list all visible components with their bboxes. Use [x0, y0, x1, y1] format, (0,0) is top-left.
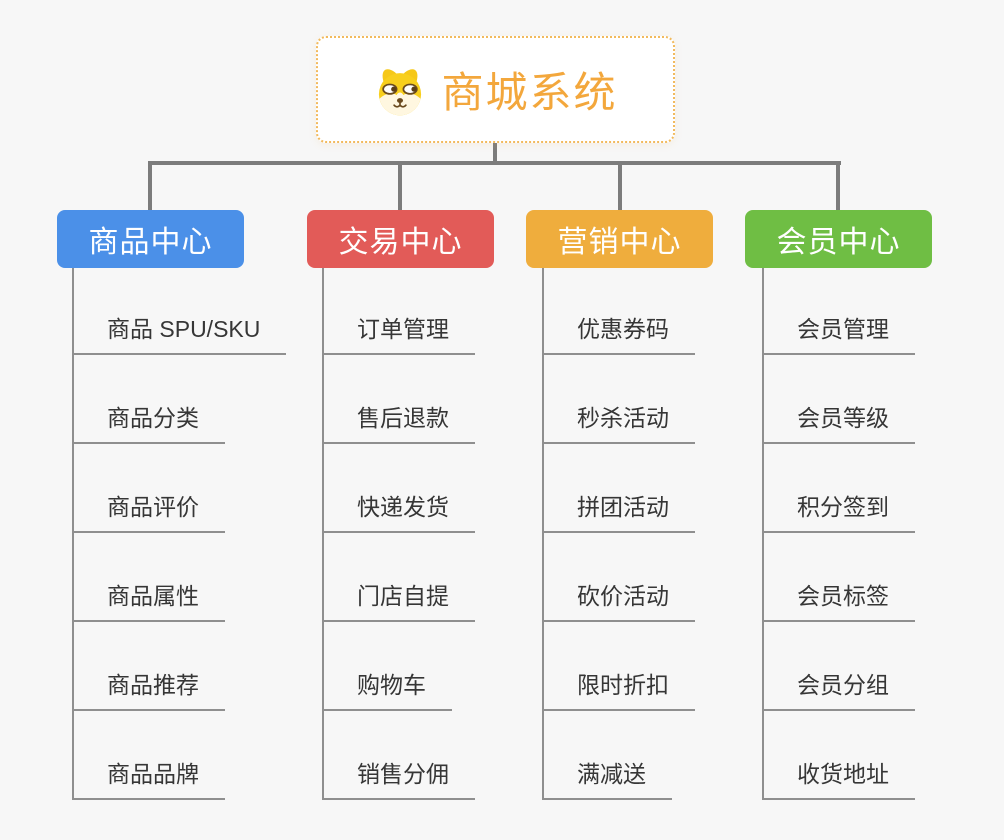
subtopic-label: 满减送 — [577, 761, 646, 787]
subtopic-label: 限时折扣 — [577, 672, 669, 698]
subtopic-label: 砍价活动 — [577, 583, 669, 609]
subtopic-label: 商品属性 — [107, 583, 199, 609]
branch-label: 营销中心 — [557, 226, 682, 259]
subtopic-label: 商品分类 — [107, 405, 199, 431]
subtopic-item[interactable]: 商品品牌 — [74, 755, 225, 800]
branch-label: 商品中心 — [88, 226, 213, 259]
subtopic-label: 售后退款 — [357, 405, 449, 431]
subtopic-label: 拼团活动 — [577, 494, 669, 520]
branch-node-1[interactable]: 商品中心 — [57, 210, 244, 268]
subtopic-label: 门店自提 — [357, 583, 449, 609]
subtopic-item[interactable]: 商品评价 — [74, 488, 225, 533]
subtopic-item[interactable]: 商品推荐 — [74, 666, 225, 711]
subtopic-item[interactable]: 商品属性 — [74, 577, 225, 622]
subtopic-item[interactable]: 积分签到 — [764, 488, 915, 533]
subtopic-item[interactable]: 满减送 — [544, 755, 672, 800]
branch-node-2[interactable]: 交易中心 — [307, 210, 494, 268]
subtopic-item[interactable]: 会员标签 — [764, 577, 915, 622]
branch-drop-line — [836, 161, 840, 211]
branch-subtree: 会员管理 会员等级 积分签到 会员标签 会员分组 收货地址 — [762, 268, 1004, 800]
subtopic-label: 秒杀活动 — [577, 405, 669, 431]
subtopic-item[interactable]: 订单管理 — [324, 310, 475, 355]
subtopic-item[interactable]: 销售分佣 — [324, 755, 475, 800]
subtopic-item[interactable]: 限时折扣 — [544, 666, 695, 711]
subtopic-item[interactable]: 会员等级 — [764, 399, 915, 444]
dog-mascot-icon — [379, 68, 422, 115]
subtopic-label: 收货地址 — [797, 761, 889, 787]
subtopic-item[interactable]: 快递发货 — [324, 488, 475, 533]
subtopic-item[interactable]: 售后退款 — [324, 399, 475, 444]
branch-subtree: 订单管理 售后退款 快递发货 门店自提 购物车 销售分佣 — [322, 268, 574, 800]
subtopic-label: 订单管理 — [357, 316, 449, 342]
root-connector-stub — [493, 141, 497, 163]
branch-node-4[interactable]: 会员中心 — [745, 210, 932, 268]
subtopic-label: 商品品牌 — [107, 761, 199, 787]
subtopic-label: 购物车 — [357, 672, 426, 698]
branch-label: 交易中心 — [338, 226, 463, 259]
subtopic-label: 商品评价 — [107, 494, 199, 520]
subtopic-item[interactable]: 优惠券码 — [544, 310, 695, 355]
branch-subtree: 商品 SPU/SKU 商品分类 商品评价 商品属性 商品推荐 商品品牌 — [72, 268, 324, 800]
subtopic-label: 优惠券码 — [577, 316, 669, 342]
subtopic-label: 会员等级 — [797, 405, 889, 431]
root-node[interactable]: 商城系统 — [316, 36, 675, 143]
subtopic-item[interactable]: 门店自提 — [324, 577, 475, 622]
subtopic-label: 会员标签 — [797, 583, 889, 609]
subtopic-label: 快递发货 — [357, 494, 449, 520]
subtopic-item[interactable]: 收货地址 — [764, 755, 915, 800]
subtopic-item[interactable]: 商品分类 — [74, 399, 225, 444]
subtopic-item[interactable]: 秒杀活动 — [544, 399, 695, 444]
subtopic-label: 商品 SPU/SKU — [107, 316, 261, 342]
subtopic-item[interactable]: 拼团活动 — [544, 488, 695, 533]
subtopic-item[interactable]: 购物车 — [324, 666, 452, 711]
branch-node-3[interactable]: 营销中心 — [526, 210, 713, 268]
branch-drop-line — [148, 161, 152, 211]
subtopic-label: 销售分佣 — [357, 761, 449, 787]
subtopic-item[interactable]: 砍价活动 — [544, 577, 695, 622]
subtopic-label: 商品推荐 — [107, 672, 199, 698]
subtopic-item[interactable]: 会员管理 — [764, 310, 915, 355]
subtopic-label: 积分签到 — [797, 494, 889, 520]
branch-bus-line — [148, 161, 841, 165]
branch-drop-line — [618, 161, 622, 211]
root-title: 商城系统 — [441, 69, 618, 116]
branch-drop-line — [398, 161, 402, 211]
subtopic-label: 会员分组 — [797, 672, 889, 698]
branch-subtree: 优惠券码 秒杀活动 拼团活动 砍价活动 限时折扣 满减送 — [542, 268, 794, 800]
subtopic-item[interactable]: 商品 SPU/SKU — [74, 310, 287, 355]
branch-label: 会员中心 — [776, 226, 901, 259]
subtopic-label: 会员管理 — [797, 316, 889, 342]
subtopic-item[interactable]: 会员分组 — [764, 666, 915, 711]
